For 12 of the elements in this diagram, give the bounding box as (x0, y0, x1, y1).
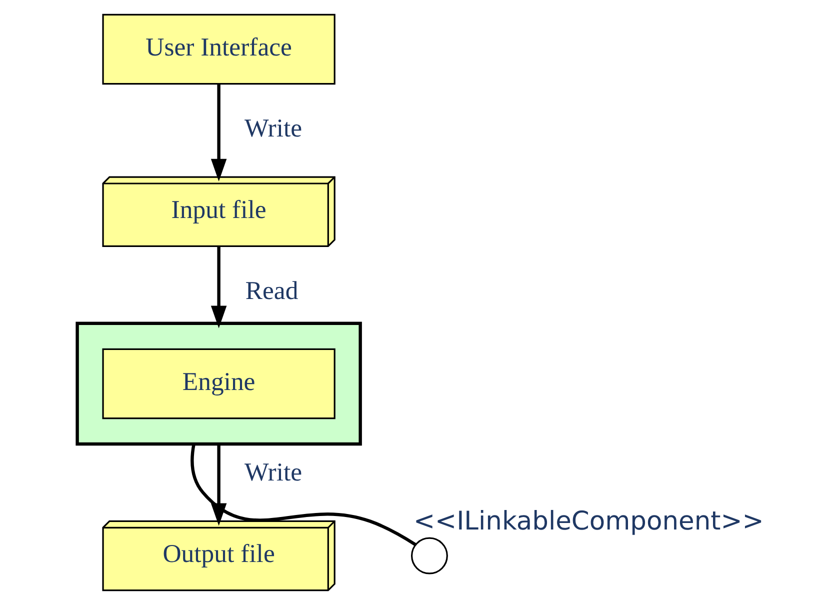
cluster (76, 322, 362, 446)
node-box: Engine (102, 348, 336, 420)
edge-label: Write (244, 114, 302, 143)
arrow (210, 444, 227, 526)
node-label: <<ILinkableComponent>> (413, 506, 764, 537)
edge-label: Write (244, 458, 302, 487)
arrow (210, 84, 227, 182)
edge-label: Read (245, 276, 298, 305)
connector (190, 444, 416, 546)
node-circle (410, 537, 448, 574)
node-box: User Interface (102, 14, 336, 85)
arrow (210, 246, 227, 328)
